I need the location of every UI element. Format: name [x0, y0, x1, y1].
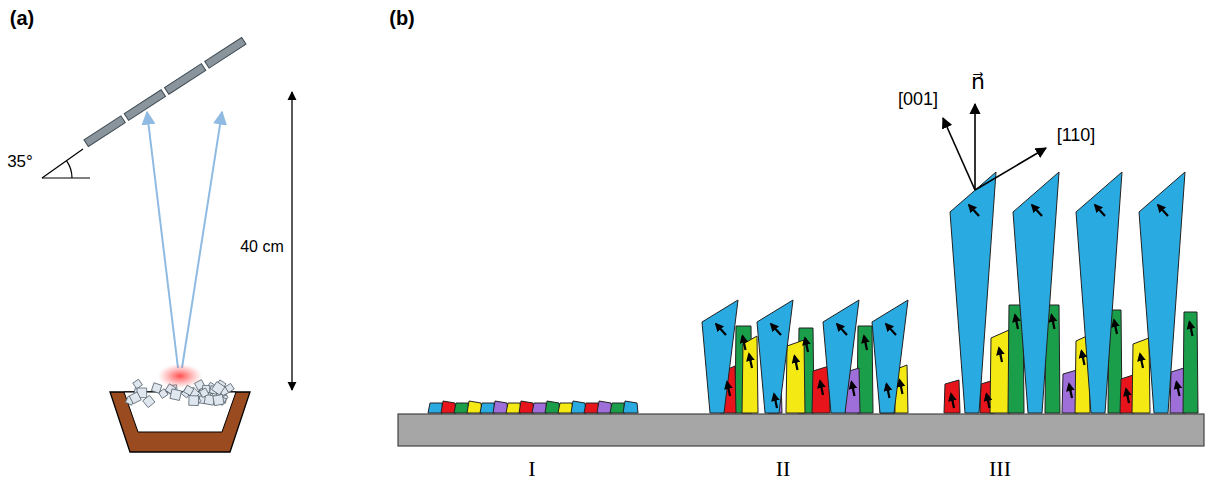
crystal-grain	[742, 336, 758, 413]
polarization-arrow	[1015, 315, 1018, 329]
crystal-grain	[545, 401, 560, 413]
flux-arrow	[182, 112, 222, 368]
angle-marker	[42, 149, 90, 178]
polarization-arrow	[951, 394, 954, 408]
source-chip	[212, 382, 225, 395]
polarization-arrow	[1069, 384, 1072, 398]
source-chip	[170, 389, 182, 401]
polarization-arrow	[727, 382, 730, 396]
crystal-grain	[990, 330, 1010, 413]
polarization-arrow	[774, 394, 777, 408]
source-chip	[133, 379, 143, 389]
polarization-arrow	[1190, 322, 1193, 336]
polarization-arrow	[887, 384, 890, 398]
source-chip	[129, 392, 141, 404]
crystal-grain	[944, 380, 960, 413]
crystal-grain	[872, 300, 908, 413]
polarization-arrow	[749, 354, 752, 368]
polarization-arrow	[864, 336, 867, 350]
crystal-grain	[597, 401, 612, 413]
substrate	[398, 414, 1204, 446]
polarization-arrow	[716, 324, 726, 335]
angle-label: 35°	[7, 153, 33, 172]
polarization-arrow	[1140, 354, 1143, 368]
crystal-grain	[1139, 172, 1185, 413]
stage-label: II	[776, 457, 791, 481]
crystal-grain	[623, 401, 638, 413]
flux-arrow	[147, 112, 178, 368]
polarization-arrow	[852, 382, 855, 396]
stage-label: III	[989, 457, 1011, 481]
crystal-grain	[823, 300, 859, 413]
panel-letter: (b)	[389, 7, 415, 29]
panel-letter: (a)	[10, 7, 34, 29]
axis-label: n⃗	[971, 70, 985, 94]
crystal-grain	[757, 300, 793, 413]
dimension-label: 40 cm	[240, 238, 284, 256]
axis-label: [001]	[898, 90, 938, 110]
polarization-arrow	[900, 380, 903, 394]
crystal-film	[428, 172, 1198, 413]
polarization-arrow	[795, 356, 798, 370]
crystal-grain	[1076, 172, 1122, 413]
stage-label: I	[528, 457, 535, 481]
source-chip	[213, 394, 224, 405]
crucible	[110, 364, 250, 452]
polarization-arrow	[1052, 315, 1055, 329]
source-chip	[151, 383, 161, 393]
crystal-grain	[493, 401, 508, 413]
crystal-grain	[950, 172, 996, 413]
tilted-substrate	[84, 37, 246, 146]
polarization-arrow	[1095, 205, 1105, 216]
polarization-arrow	[969, 205, 979, 216]
polarization-arrow	[771, 324, 781, 335]
polarization-arrow	[1177, 382, 1180, 396]
source-chip	[199, 388, 208, 397]
crystal-grain	[1132, 338, 1150, 413]
distance-arrow	[291, 92, 292, 390]
axis-label: [110]	[1057, 126, 1096, 146]
crystal-grain	[467, 401, 482, 413]
polarization-arrow	[1082, 351, 1085, 365]
polarization-arrow	[999, 348, 1002, 362]
polarization-arrow	[886, 324, 896, 335]
polarization-arrow	[805, 338, 808, 352]
polarization-arrow	[987, 394, 990, 408]
orientation-arrows	[943, 104, 1046, 190]
polarization-arrow	[1126, 389, 1129, 403]
polarization-arrow	[1114, 320, 1117, 334]
crystal-grain	[441, 401, 456, 413]
polarization-arrow	[837, 324, 847, 335]
crystal-grain	[1013, 172, 1059, 413]
source-chip	[225, 383, 234, 392]
polarization-arrow	[1158, 205, 1168, 216]
crystal-grain	[702, 300, 738, 413]
crystal-grain	[519, 401, 534, 413]
polarization-arrow	[820, 381, 823, 395]
polarization-arrow	[743, 336, 746, 350]
crystal-grain	[1183, 312, 1198, 413]
crystal-grain	[786, 340, 805, 413]
crystal-grain	[571, 401, 586, 413]
polarization-arrow	[1032, 205, 1042, 216]
source-chip	[143, 395, 155, 407]
source-chip	[189, 396, 199, 406]
